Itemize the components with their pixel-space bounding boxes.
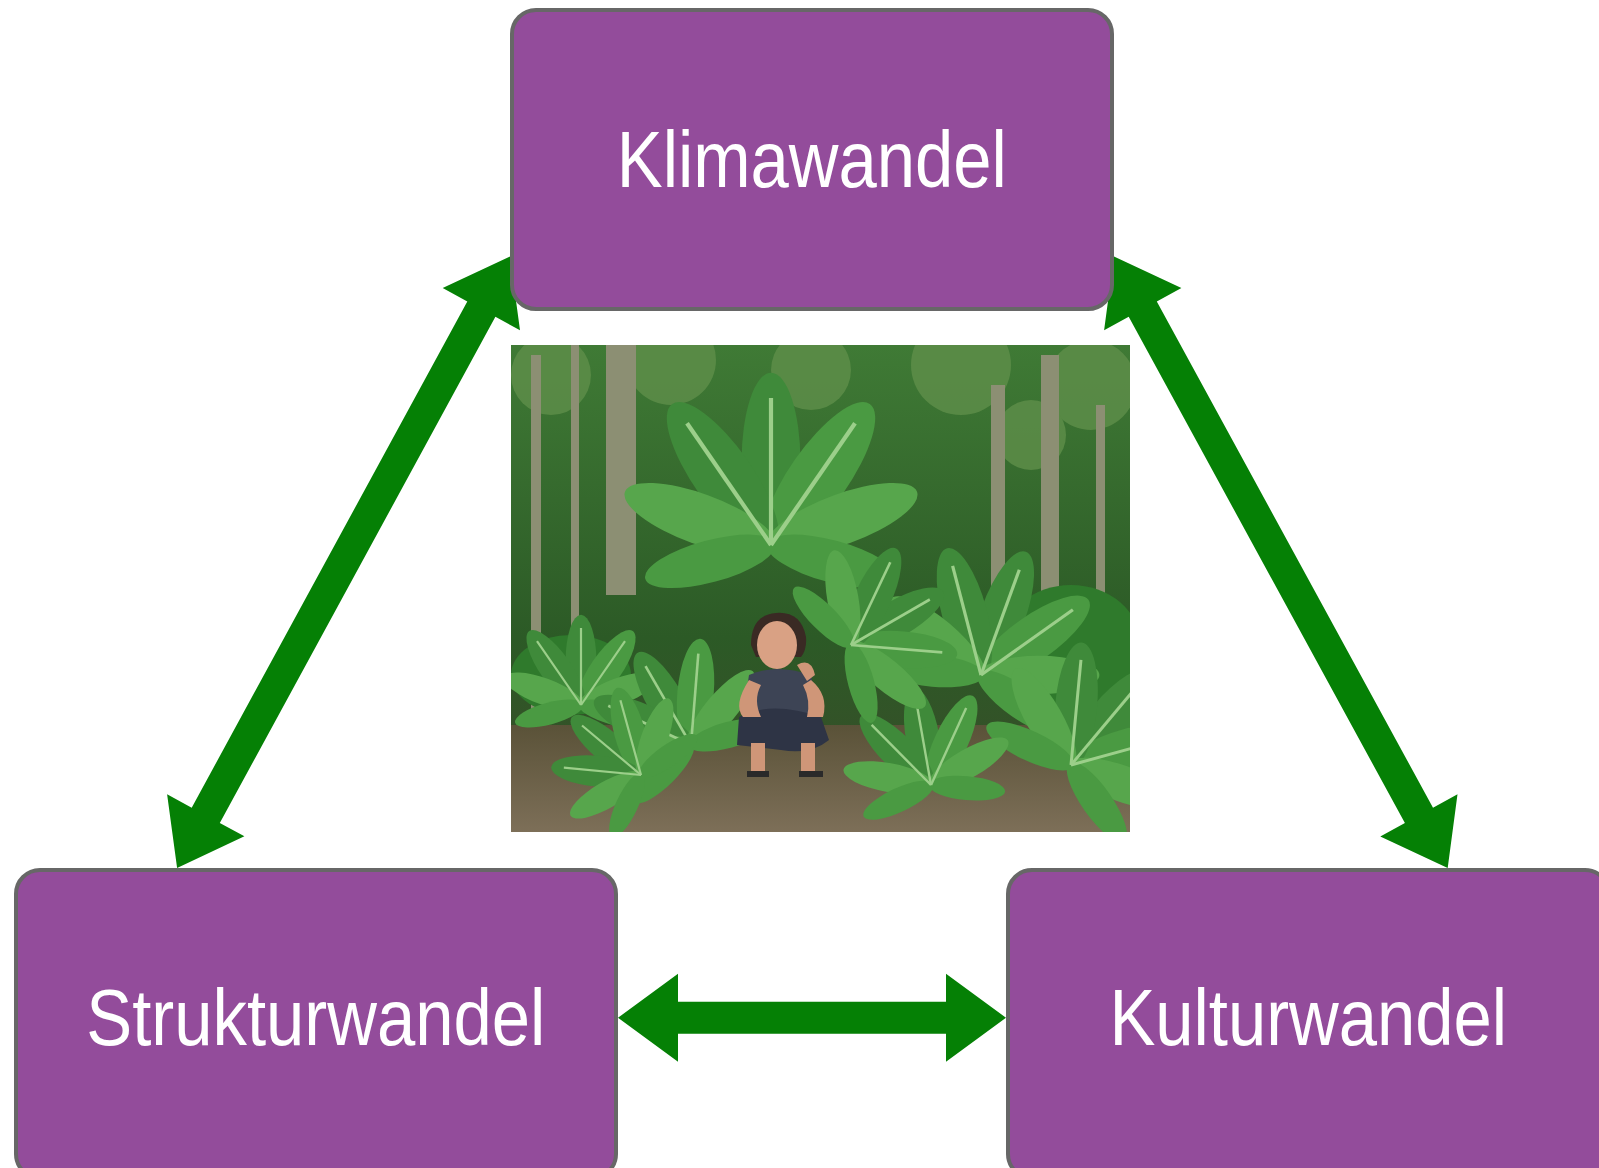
double-arrow bbox=[167, 257, 520, 869]
box-label: Kulturwandel bbox=[1110, 974, 1508, 1062]
process-box: Strukturwandel bbox=[14, 868, 618, 1168]
box-label: Strukturwandel bbox=[87, 974, 546, 1062]
forest-photo bbox=[511, 345, 1130, 832]
double-arrow bbox=[1104, 257, 1457, 869]
process-box: Klimawandel bbox=[510, 8, 1114, 311]
process-box: Kulturwandel bbox=[1006, 868, 1599, 1168]
box-label: Klimawandel bbox=[617, 116, 1007, 204]
double-arrow bbox=[618, 974, 1006, 1062]
